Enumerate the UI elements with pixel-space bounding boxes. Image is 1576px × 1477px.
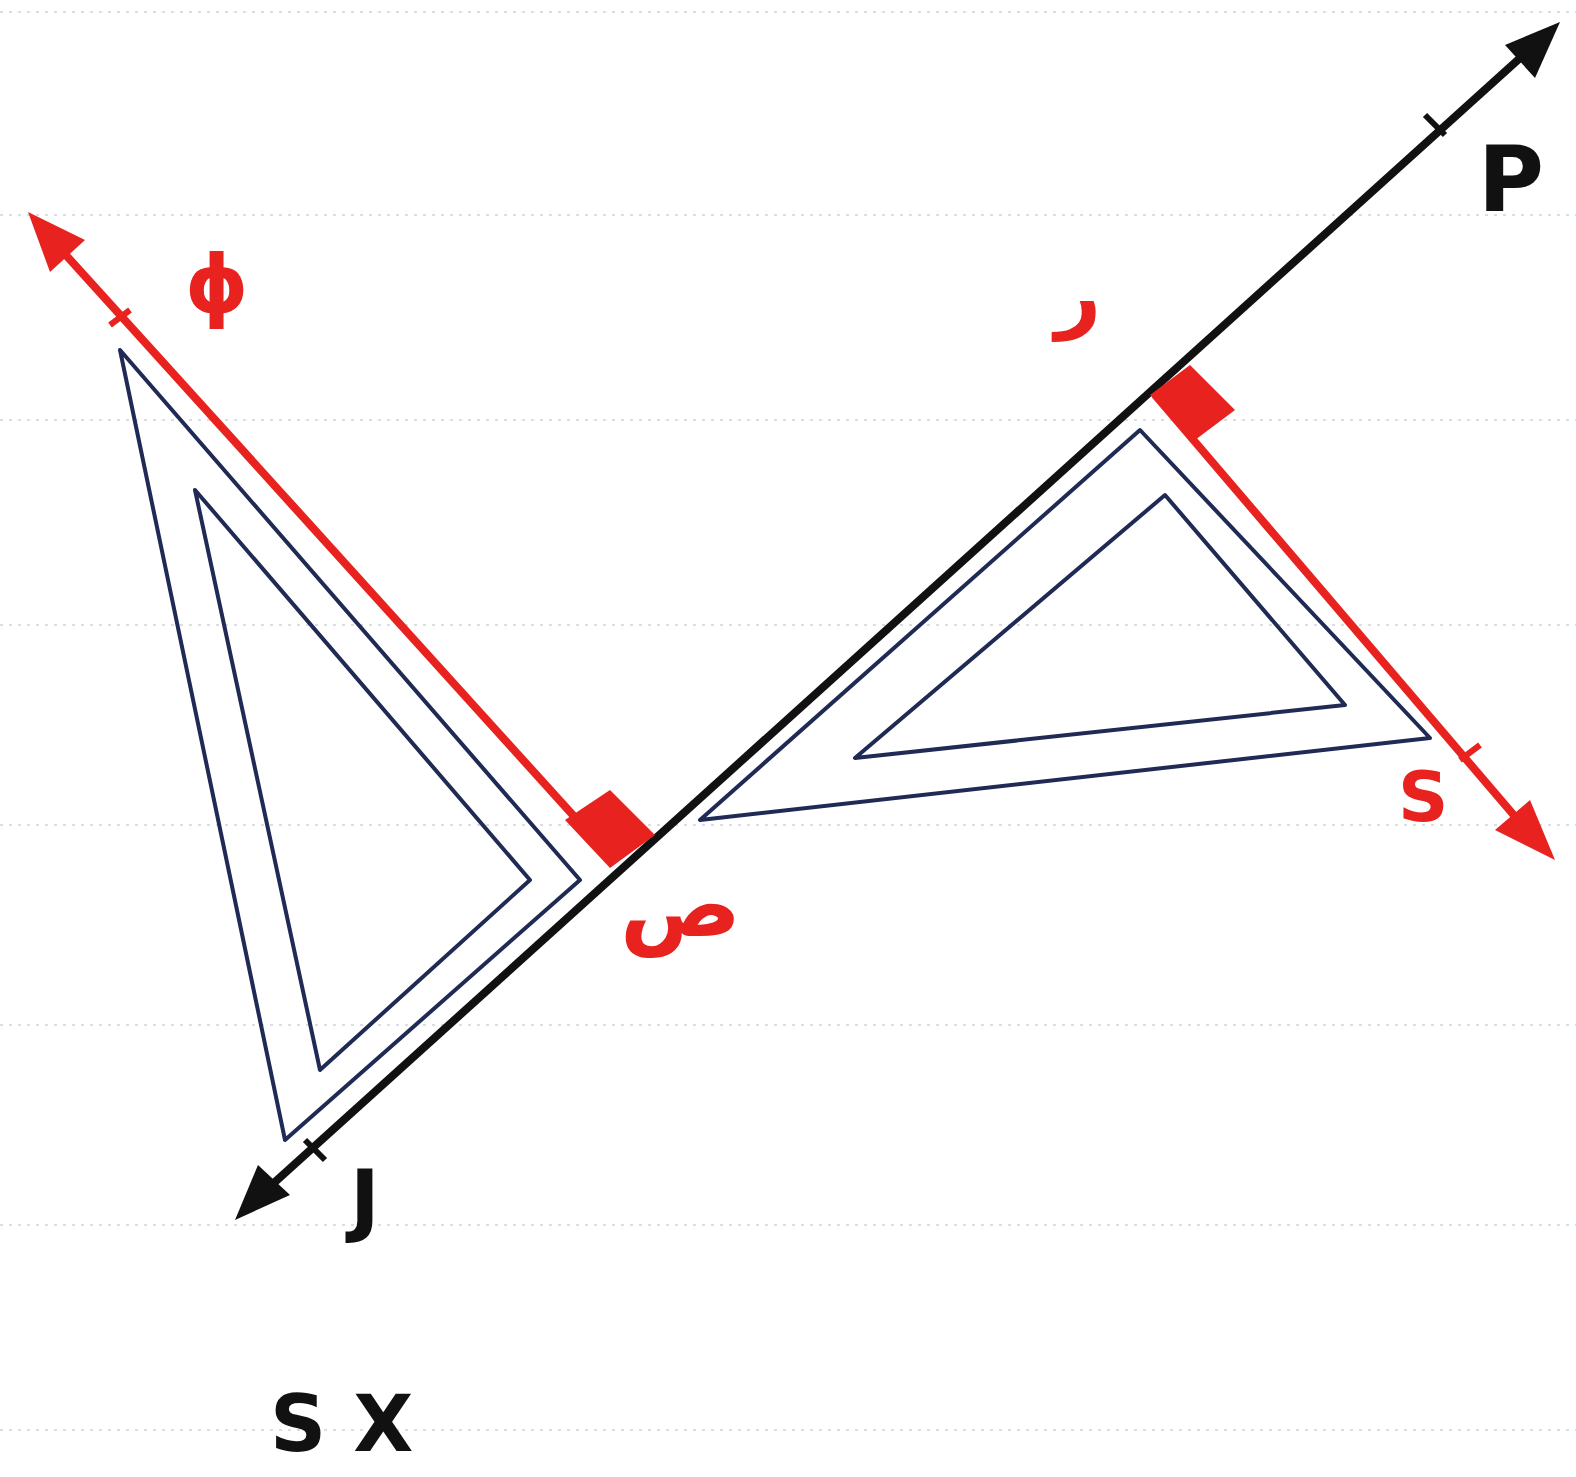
notebook-rules (0, 12, 1576, 1430)
point-label: S (1398, 762, 1448, 832)
red-perpendiculars (28, 212, 1555, 868)
point-label: J (350, 1160, 380, 1240)
point-label: ص (620, 860, 741, 950)
black-line (235, 22, 1560, 1220)
set-squares (120, 350, 1430, 1140)
point-label: S X (270, 1385, 413, 1463)
point-label: ϕ (185, 245, 249, 325)
point-label: ر (1055, 255, 1101, 335)
point-label: P (1478, 135, 1544, 225)
